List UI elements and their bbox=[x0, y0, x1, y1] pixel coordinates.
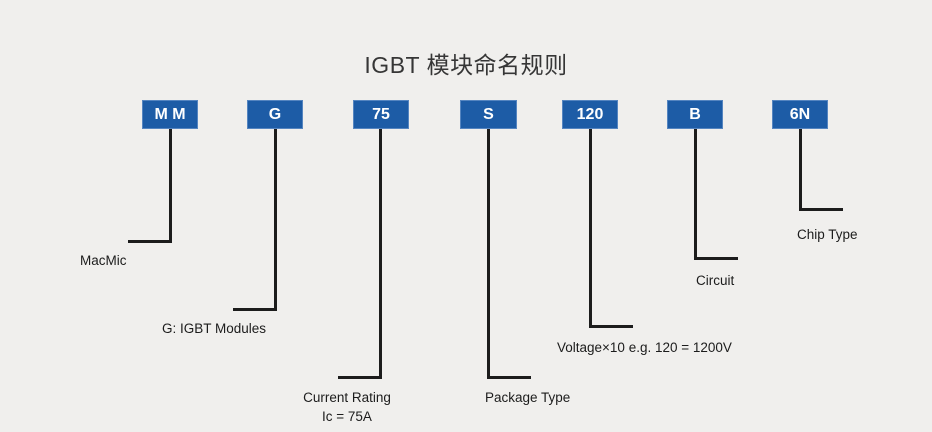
code-box-6n: 6N bbox=[772, 100, 828, 129]
code-box-mm: M M bbox=[142, 100, 198, 129]
connector-vline-75 bbox=[379, 129, 382, 379]
connector-elbow-6n bbox=[799, 208, 843, 211]
code-box-120: 120 bbox=[562, 100, 618, 129]
diagram-title: IGBT 模块命名规则 bbox=[364, 52, 568, 78]
code-text-g: G bbox=[268, 105, 282, 123]
code-text-120: 120 bbox=[576, 105, 604, 123]
label-module-type: G: IGBT Modules bbox=[162, 321, 267, 336]
connector-vline-mm bbox=[169, 129, 172, 243]
code-text-mm: M M bbox=[154, 105, 186, 123]
label-manufacturer: MacMic bbox=[80, 253, 127, 268]
code-box-g: G bbox=[247, 100, 303, 129]
code-text-b: B bbox=[689, 105, 701, 123]
label-circuit: Circuit bbox=[696, 273, 735, 288]
label-voltage: Voltage×10 e.g. 120 = 1200V bbox=[557, 340, 732, 355]
code-text-s: S bbox=[483, 105, 494, 123]
connector-vline-120 bbox=[589, 129, 592, 328]
connector-elbow-mm bbox=[128, 240, 172, 243]
code-text-6n: 6N bbox=[789, 105, 811, 123]
connector-vline-g bbox=[274, 129, 277, 311]
code-box-b: B bbox=[667, 100, 723, 129]
connector-elbow-g bbox=[233, 308, 277, 311]
connector-elbow-120 bbox=[589, 325, 633, 328]
connector-elbow-b bbox=[694, 257, 738, 260]
label-current-rating-line1: Current Rating bbox=[303, 390, 391, 405]
label-current-rating-line2: Ic = 75A bbox=[322, 409, 372, 424]
connector-elbow-75 bbox=[338, 376, 382, 379]
connector-elbow-s bbox=[487, 376, 531, 379]
connector-vline-b bbox=[694, 129, 697, 260]
code-box-s: S bbox=[460, 100, 517, 129]
connector-vline-s bbox=[487, 129, 490, 379]
label-chip-type: Chip Type bbox=[797, 227, 858, 242]
label-package-type: Package Type bbox=[485, 390, 571, 405]
code-text-75: 75 bbox=[372, 105, 390, 123]
code-box-75: 75 bbox=[353, 100, 409, 129]
connector-vline-6n bbox=[799, 129, 802, 211]
label-current-rating: Current Rating Ic = 75A bbox=[288, 388, 406, 426]
